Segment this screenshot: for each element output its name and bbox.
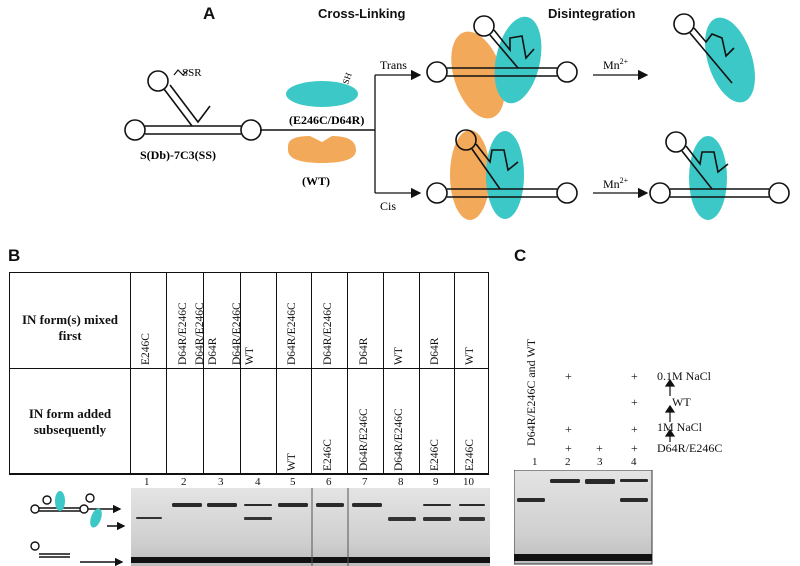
wt-condition-label: WT bbox=[672, 395, 691, 409]
plus-sign: + bbox=[565, 422, 572, 436]
sequence-arrows bbox=[664, 380, 676, 442]
substrate-label: S(Db)-7C3(SS) bbox=[140, 148, 216, 162]
lane-number: 8 bbox=[398, 476, 404, 488]
lane-number: 2 bbox=[565, 456, 571, 468]
column-divider bbox=[383, 272, 384, 474]
table-label-column bbox=[130, 272, 131, 474]
lane-number: 7 bbox=[362, 476, 368, 488]
lane-number: 9 bbox=[433, 476, 439, 488]
column-divider bbox=[419, 272, 420, 474]
table-row-divider bbox=[9, 368, 489, 369]
plus-sign: + bbox=[631, 395, 638, 409]
plus-sign: + bbox=[565, 441, 572, 455]
lane-number: 1 bbox=[144, 476, 150, 488]
gel-image-c bbox=[514, 470, 653, 565]
mn-label-bottom: Mn2+ bbox=[603, 176, 629, 191]
lane-number: 4 bbox=[631, 456, 637, 468]
ssr-label: SSR bbox=[182, 67, 202, 79]
nacl-1m-label: 1M NaCl bbox=[657, 420, 702, 434]
lane-number: 5 bbox=[290, 476, 296, 488]
wt-label: (WT) bbox=[302, 174, 330, 188]
trans-complex-icon bbox=[426, 15, 578, 119]
row-label-added-subsequently: IN form added subsequently bbox=[28, 406, 112, 437]
plus-sign: + bbox=[631, 441, 638, 455]
lane-number: 10 bbox=[463, 476, 474, 488]
mn-label-top: Mn2+ bbox=[603, 57, 629, 72]
trans-product-icon bbox=[673, 13, 755, 103]
panel-b-table bbox=[9, 272, 489, 474]
column-divider bbox=[276, 272, 277, 474]
lane-number: 2 bbox=[181, 476, 187, 488]
table-row-divider bbox=[9, 474, 489, 475]
lane-number: 3 bbox=[597, 456, 603, 468]
lane-number: 6 bbox=[326, 476, 332, 488]
cis-label: Cis bbox=[380, 199, 396, 213]
mutant-condition-label: D64R/E246C bbox=[657, 441, 723, 455]
plus-sign: + bbox=[565, 369, 572, 383]
panel-b-letter: B bbox=[8, 246, 21, 265]
panel-a-letter: A bbox=[203, 4, 216, 23]
gel-image-b bbox=[30, 488, 490, 566]
plus-sign: + bbox=[631, 422, 638, 436]
nacl-01m-label: 0.1M NaCl bbox=[657, 369, 711, 383]
sh-label: SH bbox=[340, 71, 354, 86]
column-divider bbox=[166, 272, 167, 474]
column-divider bbox=[203, 272, 204, 474]
lane-number: 4 bbox=[255, 476, 261, 488]
column-divider bbox=[311, 272, 312, 474]
lane-number: 1 bbox=[532, 456, 538, 468]
substrate-dna-icon bbox=[124, 69, 262, 141]
cis-product-icon bbox=[649, 131, 790, 220]
column-divider bbox=[347, 272, 348, 474]
panel-c-letter: C bbox=[514, 246, 527, 265]
cross-linking-heading: Cross-Linking bbox=[318, 6, 406, 21]
plus-sign: + bbox=[631, 369, 638, 383]
wt-integrase-icon bbox=[288, 136, 356, 163]
mutant-integrase-icon bbox=[286, 81, 358, 107]
lane-number: 3 bbox=[218, 476, 224, 488]
mutant-label: (E246C/D64R) bbox=[289, 113, 364, 127]
column-divider bbox=[454, 272, 455, 474]
column-divider bbox=[240, 272, 241, 474]
panel-a-diagram: SSR S(Db)-7C3(SS) SH (E246C/D64R) (WT) T… bbox=[124, 13, 790, 220]
trans-label: Trans bbox=[380, 58, 407, 72]
row-label-mixed-first: IN form(s) mixed first bbox=[21, 312, 119, 343]
disintegration-heading: Disintegration bbox=[548, 6, 636, 21]
plus-sign: + bbox=[596, 441, 603, 455]
cis-complex-icon bbox=[426, 129, 578, 220]
